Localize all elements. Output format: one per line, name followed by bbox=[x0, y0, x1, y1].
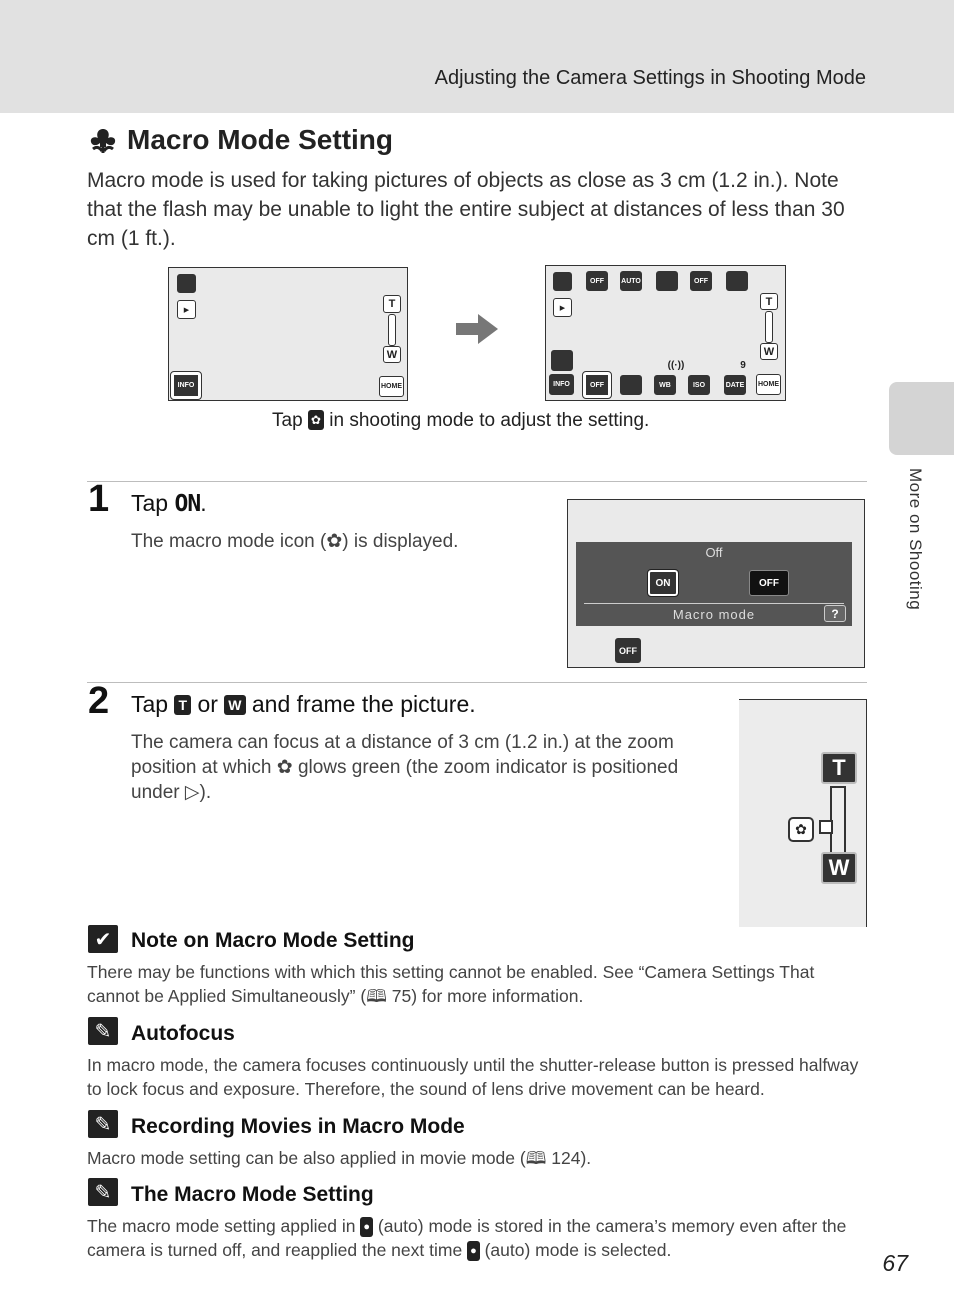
divider bbox=[87, 481, 867, 482]
macro-menu-screen: Off ON OFF Macro mode ? OFF bbox=[567, 499, 865, 668]
note-body: Macro mode setting can be also applied i… bbox=[87, 1148, 592, 1168]
menu-bottom-label: Macro mode bbox=[672, 607, 756, 622]
step-2-body: The camera can focus at a distance of 3 … bbox=[131, 732, 679, 803]
shots-remaining: 9 bbox=[740, 359, 746, 371]
zoom-t-icon: T bbox=[383, 295, 401, 313]
step-2-number: 2 bbox=[88, 680, 110, 722]
triangle-indicator-icon: ▷ bbox=[184, 782, 200, 803]
header-band bbox=[0, 0, 954, 113]
camera-mode-icon bbox=[553, 272, 572, 291]
zoom-w-icon: W bbox=[383, 346, 401, 363]
intro-paragraph: Macro mode is used for taking pictures o… bbox=[87, 169, 845, 250]
divider bbox=[87, 682, 867, 683]
side-tab bbox=[889, 382, 954, 455]
playback-icon: ▶ bbox=[553, 298, 572, 317]
running-header: Adjusting the Camera Settings in Shootin… bbox=[434, 67, 866, 89]
macro-icon: ✿ bbox=[307, 410, 324, 430]
help-button[interactable]: ? bbox=[824, 605, 846, 622]
book-ref-icon: 🕮 bbox=[366, 986, 387, 1006]
section-title-text: Macro Mode Setting bbox=[127, 124, 394, 155]
menu-separator bbox=[584, 603, 844, 604]
figure-caption: Tap ✿ in shooting mode to adjust the set… bbox=[272, 410, 650, 431]
step-1-number: 1 bbox=[88, 478, 110, 520]
step-1-heading: Tap ON. bbox=[131, 490, 207, 517]
note-body: The macro mode setting applied in ● (aut… bbox=[87, 1216, 847, 1261]
right-arrow-icon bbox=[456, 314, 498, 344]
section-title: Macro Mode Setting bbox=[87, 124, 393, 156]
w-key: W bbox=[224, 695, 246, 715]
off-option[interactable]: OFF bbox=[749, 570, 789, 596]
on-key: ON bbox=[174, 491, 201, 517]
step-2-heading: Tap T or W and frame the picture. bbox=[131, 691, 476, 717]
on-option[interactable]: ON bbox=[647, 569, 679, 597]
iso-icon: ISO bbox=[688, 375, 710, 395]
home-button[interactable]: HOME bbox=[379, 376, 404, 397]
flash-icon: AUTO bbox=[620, 271, 642, 291]
pencil-icon: ✎ bbox=[88, 1178, 118, 1206]
macro-button[interactable]: OFF bbox=[615, 638, 641, 663]
zoom-bar bbox=[388, 314, 396, 346]
image-mode-icon bbox=[656, 271, 678, 291]
macro-flower-icon bbox=[90, 129, 116, 153]
macro-button[interactable]: OFF bbox=[582, 371, 612, 399]
side-tab-label: More on Shooting bbox=[906, 468, 925, 611]
date-icon: DATE bbox=[724, 375, 746, 395]
info-button[interactable]: INFO bbox=[170, 371, 202, 400]
step-1-body: The macro mode icon (✿) is displayed. bbox=[131, 531, 459, 552]
home-button[interactable]: HOME bbox=[756, 374, 781, 395]
playback-icon: ▶ bbox=[177, 300, 196, 319]
screen-after: ▶ OFF AUTO OFF T W ((·)) 9 INFO OFF WB I… bbox=[545, 265, 786, 401]
check-icon: ✔ bbox=[88, 925, 118, 953]
macro-flower-icon: ✿ bbox=[326, 531, 343, 552]
touch-shooting-icon bbox=[551, 350, 573, 371]
zoom-t-icon: T bbox=[760, 293, 778, 310]
note-body: In macro mode, the camera focuses contin… bbox=[87, 1055, 859, 1099]
camera-icon: ● bbox=[360, 1217, 374, 1237]
info-button[interactable]: INFO bbox=[549, 374, 574, 395]
zoom-bar bbox=[765, 311, 773, 343]
continuous-shooting-icon bbox=[620, 375, 642, 395]
note-body: There may be functions with which this s… bbox=[87, 962, 815, 1006]
note-title: Note on Macro Mode Setting bbox=[131, 929, 415, 952]
pencil-icon: ✎ bbox=[88, 1017, 118, 1045]
book-ref-icon: 🕮 bbox=[525, 1148, 547, 1168]
menu-top-label: Off bbox=[705, 545, 723, 560]
self-timer-icon: OFF bbox=[586, 271, 608, 291]
note-title: Autofocus bbox=[131, 1022, 235, 1045]
t-key: T bbox=[174, 695, 192, 715]
macro-flower-icon: ✿ bbox=[788, 817, 814, 842]
zoom-position-marker bbox=[819, 820, 833, 834]
continuous-icon: OFF bbox=[690, 271, 712, 291]
macro-flower-icon: ✿ bbox=[276, 757, 293, 778]
camera-icon: ● bbox=[467, 1241, 480, 1261]
zoom-screen: T W ✿ bbox=[739, 699, 867, 927]
note-title: The Macro Mode Setting bbox=[131, 1183, 374, 1206]
zoom-w-icon[interactable]: W bbox=[821, 852, 857, 884]
zoom-w-icon: W bbox=[760, 343, 778, 360]
camera-mode-icon bbox=[177, 274, 196, 293]
screen-before: ▶ T W INFO HOME bbox=[168, 267, 408, 401]
note-title: Recording Movies in Macro Mode bbox=[131, 1115, 465, 1138]
page-number: 67 bbox=[882, 1250, 908, 1276]
pencil-icon: ✎ bbox=[88, 1110, 118, 1138]
white-balance-icon: WB bbox=[654, 375, 676, 395]
menu-panel bbox=[576, 542, 852, 626]
vr-indicator: ((·)) bbox=[667, 359, 685, 371]
zoom-t-icon[interactable]: T bbox=[821, 752, 857, 784]
exposure-icon bbox=[726, 271, 748, 291]
